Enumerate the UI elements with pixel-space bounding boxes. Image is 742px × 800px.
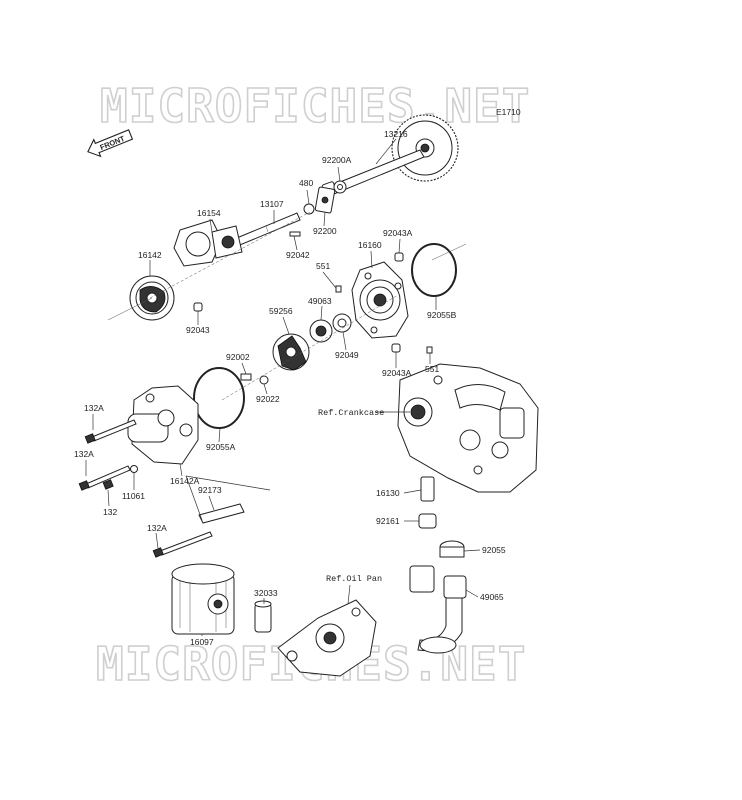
ref-crankcase: Ref.Crankcase	[318, 408, 384, 418]
washer-92022	[259, 375, 269, 385]
label-16130: 16130	[376, 488, 400, 498]
label-16097: 16097	[190, 637, 214, 647]
label-92055b: 92055B	[427, 310, 457, 320]
pipe-92173	[198, 503, 245, 524]
label-92200a: 92200A	[322, 155, 352, 165]
label-92022: 92022	[256, 394, 280, 404]
label-16142a: 16142A	[170, 476, 200, 486]
label-59256: 59256	[269, 306, 293, 316]
dowel-92043a-top	[394, 252, 404, 262]
label-92042: 92042	[286, 250, 310, 260]
label-92049: 92049	[335, 350, 359, 360]
rotor-16154	[173, 219, 243, 267]
bolt-132a-3	[152, 531, 213, 558]
label-551-top: 551	[316, 261, 330, 271]
label-92043a-top: 92043A	[383, 228, 413, 238]
label-16160: 16160	[358, 240, 382, 250]
bolt-132a-1	[84, 419, 137, 444]
label-49063: 49063	[308, 296, 332, 306]
pump-shaft-13107	[231, 212, 301, 248]
ref-oil-pan: Ref.Oil Pan	[326, 574, 382, 584]
label-132: 132	[103, 507, 117, 517]
pin-551-bottom	[426, 346, 433, 354]
strainer-49065	[417, 575, 467, 654]
guide-lines	[107, 211, 467, 401]
pump-cover-16142a	[127, 385, 199, 465]
label-132a-3: 132A	[147, 523, 167, 533]
dowel-92043a-bottom	[391, 343, 401, 353]
label-16142: 16142	[138, 250, 162, 260]
label-92043a-bottom: 92043A	[382, 368, 412, 378]
label-132a-2: 132A	[74, 449, 94, 459]
label-92161: 92161	[376, 516, 400, 526]
pump-housing-16160	[351, 261, 409, 339]
oil-pump-gear-shaft	[321, 114, 459, 195]
dowel-92043	[193, 302, 203, 312]
label-49065: 49065	[480, 592, 504, 602]
label-92200: 92200	[313, 226, 337, 236]
figure-code: E1710	[496, 107, 521, 117]
oil-pan	[277, 599, 377, 677]
label-92055a: 92055A	[206, 442, 236, 452]
leader-lines	[85, 138, 481, 636]
pin-92042	[289, 231, 301, 237]
label-551-bottom: 551	[425, 364, 439, 374]
label-13216: 13216	[384, 129, 408, 139]
label-16154: 16154	[197, 208, 221, 218]
label-132a-1: 132A	[84, 403, 104, 413]
bolt-92002	[240, 373, 252, 381]
label-92043: 92043	[186, 325, 210, 335]
crankcase	[397, 363, 539, 493]
pin-551-top	[335, 285, 342, 293]
label-92173: 92173	[198, 485, 222, 495]
part-labels: E1710 13216 92200A 480 92200 16154 13107…	[74, 107, 521, 647]
pipe-16130	[420, 476, 435, 502]
label-92055: 92055	[482, 545, 506, 555]
collar-92161	[418, 513, 437, 529]
washer-11061	[130, 465, 138, 473]
label-13107: 13107	[260, 199, 284, 209]
oil-filter-16097	[171, 563, 235, 635]
pipe-32033	[254, 600, 272, 633]
watermark-top: MICROFICHES.NET	[100, 79, 530, 133]
label-92002: 92002	[226, 352, 250, 362]
label-32033: 32033	[254, 588, 278, 598]
bolt-132	[102, 479, 114, 490]
label-11061: 11061	[122, 491, 145, 501]
impeller-59256	[272, 333, 310, 371]
bolt-132a-2	[78, 465, 131, 491]
label-480: 480	[299, 178, 313, 188]
o-ring-92055b	[411, 243, 457, 297]
o-ring-92055a	[193, 367, 245, 429]
